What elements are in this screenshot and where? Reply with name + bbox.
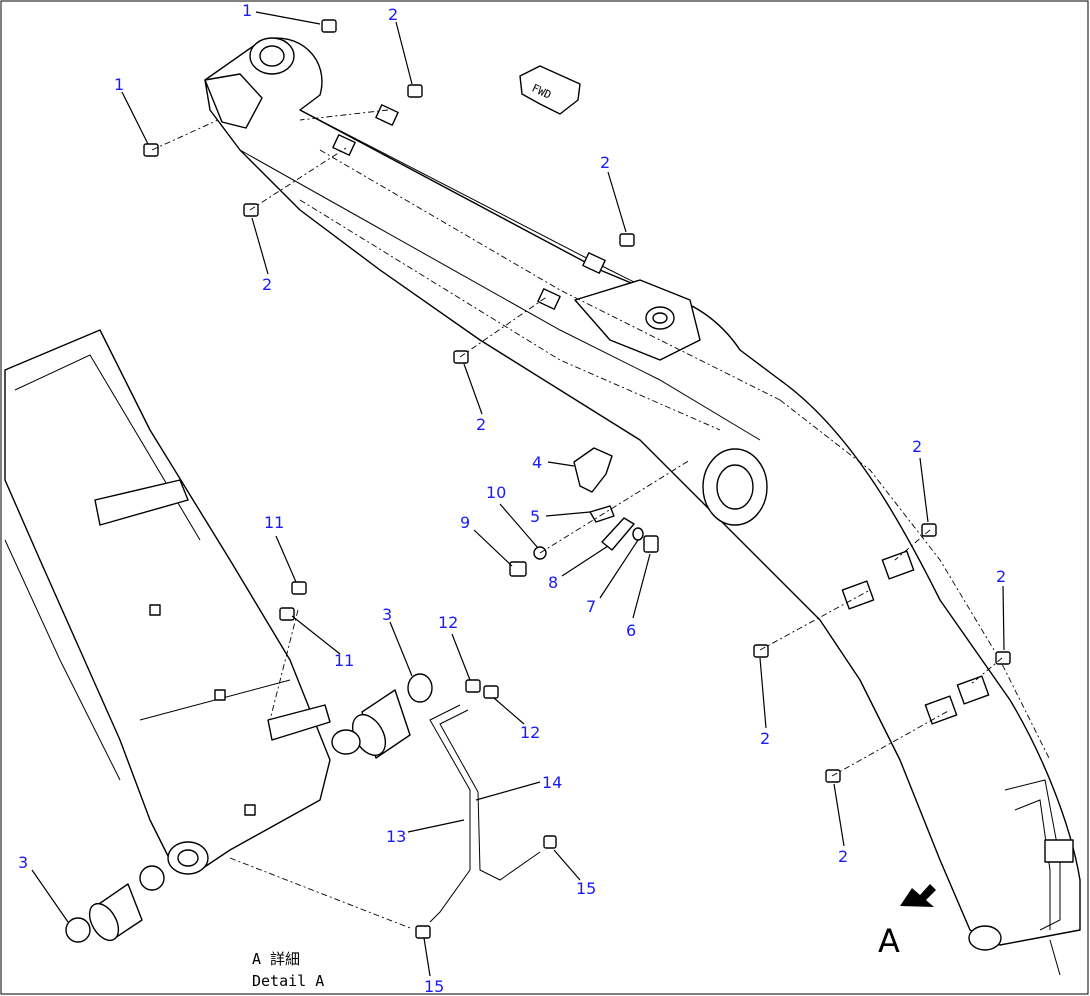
callout-15: 15 <box>576 879 596 898</box>
callout-2: 2 <box>996 567 1006 586</box>
callout-10: 10 <box>486 483 506 502</box>
view-a-arrow-icon <box>900 884 936 907</box>
washer-part-7 <box>632 527 644 541</box>
callout-4: 4 <box>532 453 542 472</box>
callout-2: 2 <box>912 437 922 456</box>
callout-2: 2 <box>262 275 272 294</box>
pipe-part-13 <box>429 704 471 923</box>
callout-15: 15 <box>424 977 444 996</box>
boom <box>204 37 1081 976</box>
leader-lines <box>31 11 1005 977</box>
bolt-part-6 <box>643 535 659 553</box>
callout-13: 13 <box>386 827 406 846</box>
clip-part-5 <box>589 505 615 523</box>
callout-2: 2 <box>476 415 486 434</box>
callout-11: 11 <box>334 651 354 670</box>
callout-2: 2 <box>600 153 610 172</box>
callout-labels: 1 1 2 2 2 2 2 2 2 2 2 3 3 4 5 6 7 8 9 10… <box>18 1 1006 996</box>
callout-1: 1 <box>114 75 124 94</box>
fitting-part-11-b <box>279 607 295 621</box>
fitting-part-12-b <box>483 685 499 699</box>
callout-7: 7 <box>586 597 596 616</box>
callout-2: 2 <box>838 847 848 866</box>
bushings <box>143 19 1011 783</box>
callout-9: 9 <box>460 513 470 532</box>
bracket-part-4 <box>573 447 613 493</box>
callout-2: 2 <box>388 5 398 24</box>
center-lines <box>151 109 1003 929</box>
bolt-part-9 <box>509 561 527 577</box>
arm <box>4 329 331 875</box>
fitting-part-12-a <box>465 679 481 693</box>
callout-12: 12 <box>520 723 540 742</box>
callout-3: 3 <box>382 605 392 624</box>
pipe-part-14 <box>439 709 541 881</box>
callout-8: 8 <box>548 573 558 592</box>
callout-1: 1 <box>242 1 252 20</box>
callout-6: 6 <box>626 621 636 640</box>
callout-5: 5 <box>530 507 540 526</box>
callout-11: 11 <box>264 513 284 532</box>
bushing-assembly-3-upper <box>331 673 433 759</box>
detail-label-jp: A 詳細 <box>252 950 300 968</box>
detail-label-en: Detail A <box>252 972 324 990</box>
fitting-part-15-a <box>543 835 557 849</box>
callout-3: 3 <box>18 853 28 872</box>
bushing-assembly-3-lower <box>65 865 165 943</box>
forward-arrow-icon: FWD <box>519 65 581 115</box>
fitting-part-11-a <box>291 581 307 595</box>
plate-part-8 <box>601 517 635 551</box>
callout-12: 12 <box>438 613 458 632</box>
callout-14: 14 <box>542 773 562 792</box>
fitting-part-15-b <box>415 925 431 939</box>
view-a-label: A <box>878 922 900 960</box>
callout-2: 2 <box>760 729 770 748</box>
